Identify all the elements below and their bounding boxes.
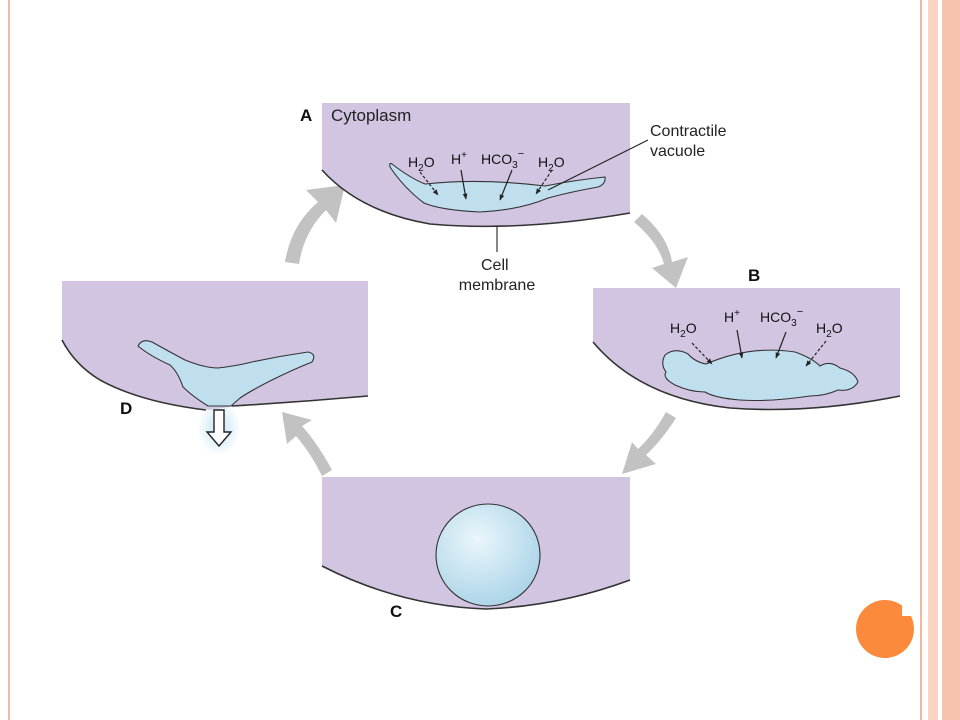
panel-b-hydrogen-label: H+ (724, 308, 740, 325)
panel-a-hydrogen-label: H+ (451, 150, 467, 167)
panel-a-contractile-vacuole (389, 162, 606, 213)
panel-a-cell-membrane (321, 169, 631, 228)
panel-a-water-label-right: H2O (538, 154, 565, 174)
panel-b-cell-membrane (592, 341, 901, 411)
cell-membrane-label: Cell membrane (459, 257, 536, 294)
contractile-vacuole-pointer (547, 139, 649, 191)
panel-c-cell-membrane (321, 565, 631, 610)
expulsion-arrow (205, 409, 233, 448)
cytoplasm-label: Cytoplasm (331, 106, 411, 125)
panel-b-water-arrow-right (805, 340, 827, 367)
cycle-arrow-a-to-b (634, 214, 688, 288)
panel-a-letter: A (300, 106, 312, 125)
panel-d: D (61, 281, 369, 456)
panel-a-bicarbonate-arrow (499, 169, 513, 201)
panel-d-collapsing-vacuole (137, 340, 315, 407)
panel-b: B H2O H+ HCO3− H2O (592, 266, 901, 411)
slide-accent-circle (856, 598, 918, 658)
cycle-arrow-b-to-c (622, 412, 676, 474)
cycle-arrow-c-to-d (282, 412, 332, 476)
panel-d-letter: D (120, 399, 132, 418)
slide-border-right (918, 0, 960, 720)
cycle-arrow-d-to-a (285, 185, 345, 264)
panel-b-water-label-right: H2O (816, 320, 843, 340)
panel-c-letter: C (390, 602, 402, 621)
panel-d-cytoplasm (62, 281, 368, 410)
panel-a-hydrogen-arrow (460, 169, 468, 200)
panel-d-cell-membrane-right (231, 395, 369, 407)
panel-a-water-label-left: H2O (408, 154, 435, 174)
panel-a-bicarbonate-label: HCO3− (481, 148, 524, 171)
slide-border-left (8, 0, 10, 720)
panel-b-letter: B (748, 266, 760, 285)
panel-b-hydrogen-arrow (736, 329, 744, 359)
contractile-vacuole-label: Contractile vacuole (650, 123, 731, 160)
panel-c: C (321, 477, 631, 621)
panel-a: A Cytoplasm H2O H+ HCO3− H2O Contractile… (300, 103, 731, 294)
panel-b-bicarbonate-label: HCO3− (760, 306, 803, 329)
panel-c-swollen-vacuole (435, 503, 541, 607)
panel-b-water-label-left: H2O (670, 320, 697, 340)
panel-b-bicarbonate-arrow (775, 331, 787, 359)
panel-d-cell-membrane (61, 339, 207, 411)
